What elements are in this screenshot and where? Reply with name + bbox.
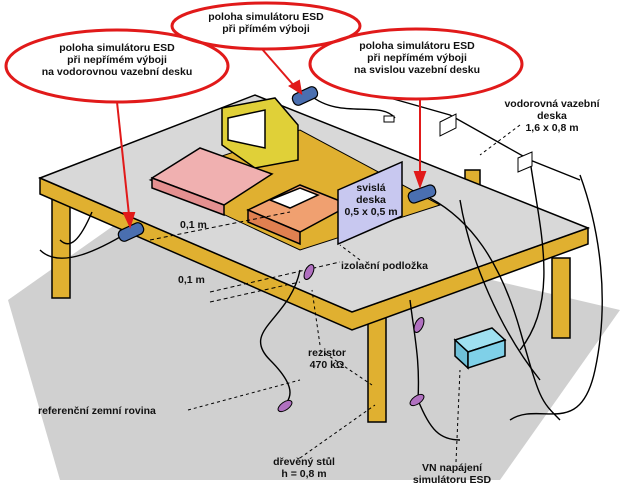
dimension-line-bottom [209,261,341,293]
callout-right-line-1: poloha simulátoru ESD [359,40,475,52]
vertical-coupling-plate [337,160,403,246]
callout-ellipse-middle [170,1,362,51]
leader-reference-ground [187,379,301,411]
resistor-1 [303,264,315,280]
label-horizontal-plate-line-3: 1,6 x 0,8 m [525,122,579,135]
callout-left: poloha simulátoru ESD při nepřímém výboj… [22,42,212,78]
table-leg-right [551,257,571,339]
table-leg-front [367,311,387,423]
reference-ground-plane [8,200,620,480]
label-vertical-plate-line-2: deska [356,194,386,207]
leader-resistor-2 [319,349,373,386]
label-reference-ground: referenční zemní rovina [38,405,156,417]
label-hv-supply-line-2: simulátoru ESD [412,474,492,487]
esd-simulator-left [117,222,145,242]
label-vertical-plate-line-1: svislá [356,182,386,194]
leader-lines [187,124,521,463]
connectors [383,113,533,173]
leader-horizontal-plate [479,124,521,156]
label-resistor: rezistor 470 kΩ [296,347,358,371]
callout-right-line-3: na svislou vazební desku [353,64,481,77]
label-hv-supply-line-1: VN napájení [421,462,483,474]
label-horizontal-plate: vodorovná vazební deska 1,6 x 0,8 m [494,98,610,134]
resistors [277,264,425,413]
hv-supply-box [453,327,507,370]
resistor-2 [413,317,425,333]
label-resistor-line-1: rezistor [308,347,346,359]
callout-left-line-2: při nepřímém výboji [67,54,167,67]
connector-2 [517,151,533,173]
dimension-line-top [149,211,291,241]
label-vertical-plate-line-3: 0,5 x 0,5 m [344,206,398,219]
resistor-4 [409,393,425,407]
label-resistor-line-2: 470 kΩ [309,359,345,372]
label-hv-supply: VN napájení simulátoru ESD [398,462,506,486]
callout-middle-line-1: poloha simulátoru ESD [208,11,324,23]
label-dimension-top: 0,1 m [180,219,207,231]
dimension-line-bottom-2 [209,281,301,303]
callout-middle-line-2: při přímém výboji [222,23,310,36]
dimension-markers [149,211,341,303]
label-horizontal-plate-line-1: vodorovná vazební [504,98,600,110]
label-wooden-table-line-1: dřevěný stůl [273,456,335,468]
leader-insulating-pad [339,244,361,261]
callout-left-line-1: poloha simulátoru ESD [59,42,175,54]
esd-simulator-top [291,86,319,106]
printer [150,147,274,217]
connector-1 [439,113,457,137]
callout-right-line-2: při nepřímém výboji [367,52,467,65]
callout-middle: poloha simulátoru ESD při přímém výboji [182,11,350,35]
label-dimension-bottom: 0,1 m [178,274,205,286]
monitor [221,97,299,169]
resistor-3 [277,399,293,413]
label-wooden-table: dřevěný stůl h = 0,8 m [264,456,344,480]
connector-3 [383,115,395,123]
callout-arrows [116,48,427,229]
label-insulating-pad: izolační podložka [341,260,428,272]
callout-left-line-3: na vodorovnou vazební desku [41,66,193,79]
label-wooden-table-line-2: h = 0,8 m [281,468,327,481]
callout-ellipse-right [308,27,524,101]
esd-simulators [117,86,437,242]
label-vertical-plate: svislá deska 0,5 x 0,5 m [340,182,402,218]
label-horizontal-plate-line-2: deska [537,110,567,123]
callout-right: poloha simulátoru ESD při nepřímém výboj… [322,40,512,76]
